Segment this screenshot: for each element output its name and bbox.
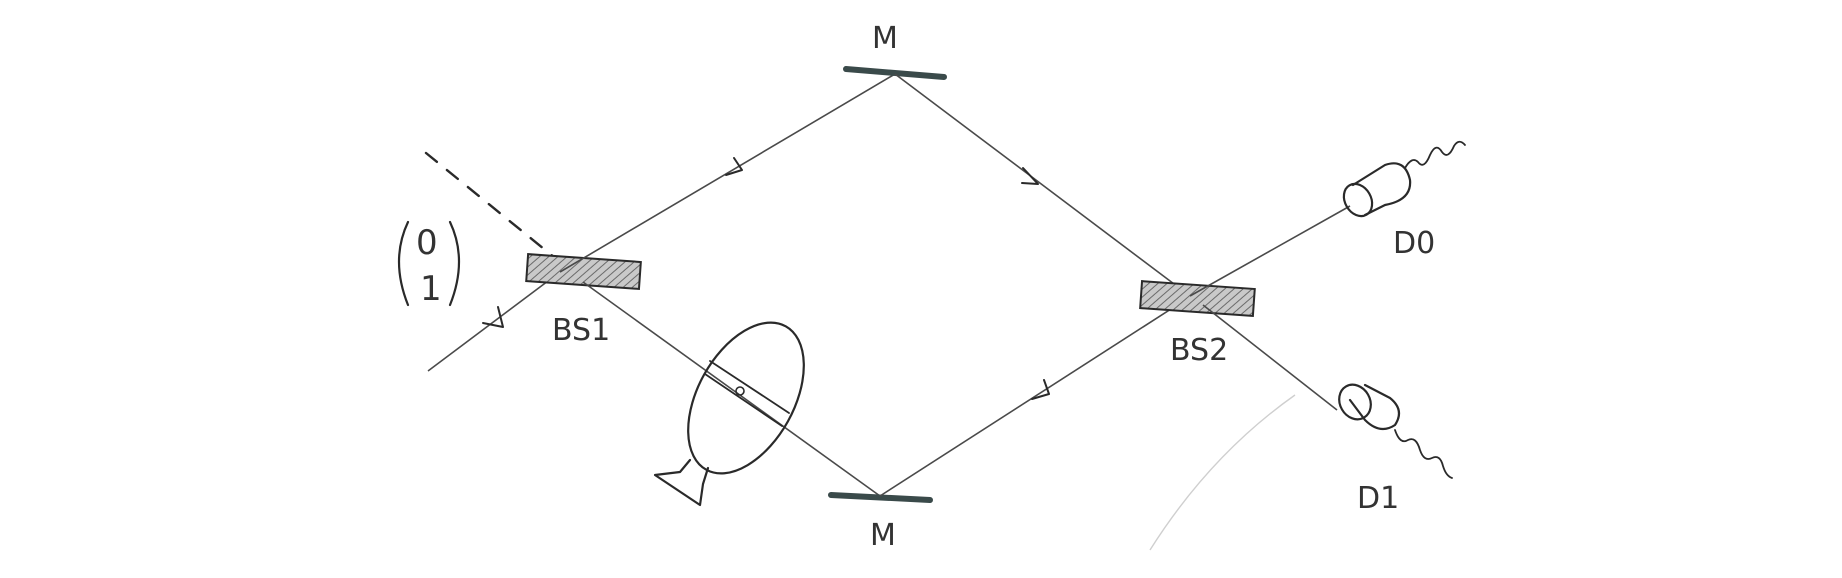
lower-arm-beam [582, 281, 881, 497]
detector-d1-label: D1 [1357, 481, 1399, 516]
input-beam [427, 271, 561, 372]
bottom-mirror-label: M [870, 518, 896, 553]
upper-arm-arrow [725, 157, 743, 176]
state-vector-top: 0 [416, 223, 438, 263]
detector-d1 [1338, 383, 1453, 479]
fish-object [653, 321, 805, 507]
stray-pencil-mark [1149, 394, 1296, 551]
detector-d0-label: D0 [1393, 226, 1435, 261]
top-mirror [843, 66, 947, 80]
output-beam-d0 [1189, 205, 1351, 297]
input-arrow [482, 306, 504, 328]
bs2-label: BS2 [1170, 333, 1228, 368]
top-mirror-label: M [872, 21, 898, 56]
state-vector: 0 1 [397, 220, 461, 309]
upper-arm-beam [559, 73, 896, 273]
state-vector-bottom: 1 [420, 269, 442, 309]
bottom-mirror [828, 492, 933, 503]
beam-splitter-2 [1139, 280, 1256, 318]
bs1-label: BS1 [552, 313, 610, 348]
upper-return-beam [894, 73, 1191, 297]
lower-return-arrow [1031, 379, 1050, 400]
detector-d0 [1342, 140, 1466, 218]
dashed-input-port [424, 151, 562, 264]
output-beam-d1 [1202, 304, 1338, 411]
upper-return-arrow [1021, 167, 1039, 185]
